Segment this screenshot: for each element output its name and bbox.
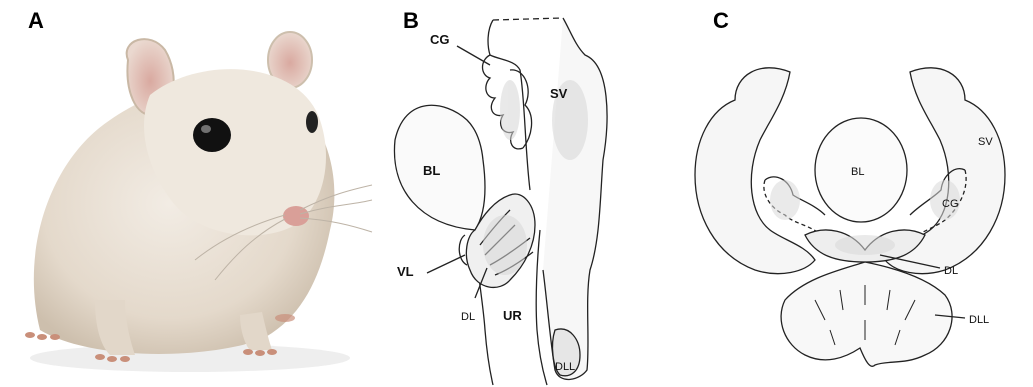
label-ur: UR (503, 308, 522, 323)
gerbil-right-claws (243, 349, 277, 356)
dorsolateral-lobe (781, 262, 952, 366)
gerbil-far-eye (306, 111, 318, 133)
panel-a-gerbil-photo: A (0, 0, 375, 387)
gerbil-eye (193, 118, 231, 152)
label-dll: DLL (969, 314, 989, 326)
label-bl: BL (423, 163, 440, 178)
label-sv: SV (550, 86, 568, 101)
label-sv: SV (978, 136, 993, 148)
gerbil-image (0, 0, 375, 387)
diagram-b: CG SV BL VL DL UR DLL (375, 0, 665, 387)
label-vl: VL (397, 264, 414, 279)
label-dl: DL (461, 311, 475, 323)
panel-b-lateral-diagram: B (375, 0, 665, 387)
dashed-cut-line (493, 18, 563, 20)
label-bl: BL (851, 166, 864, 178)
gerbil-nose (283, 206, 309, 226)
panel-c-dorsal-diagram: C BL SV (665, 0, 1033, 387)
gerbil-eye-glint (201, 125, 211, 133)
left-seminal-vesicle (695, 68, 815, 274)
label-cg: CG (430, 32, 450, 47)
seminal-vesicle-outline (543, 18, 607, 379)
label-cg: CG (942, 198, 959, 210)
label-dl: DL (944, 265, 958, 277)
leader-vl (427, 255, 465, 273)
gerbil-hind-paw (275, 314, 295, 322)
leader-cg (457, 46, 490, 65)
label-dll: DLL (555, 361, 575, 373)
diagram-c: BL SV CG DL DLL (665, 0, 1033, 387)
